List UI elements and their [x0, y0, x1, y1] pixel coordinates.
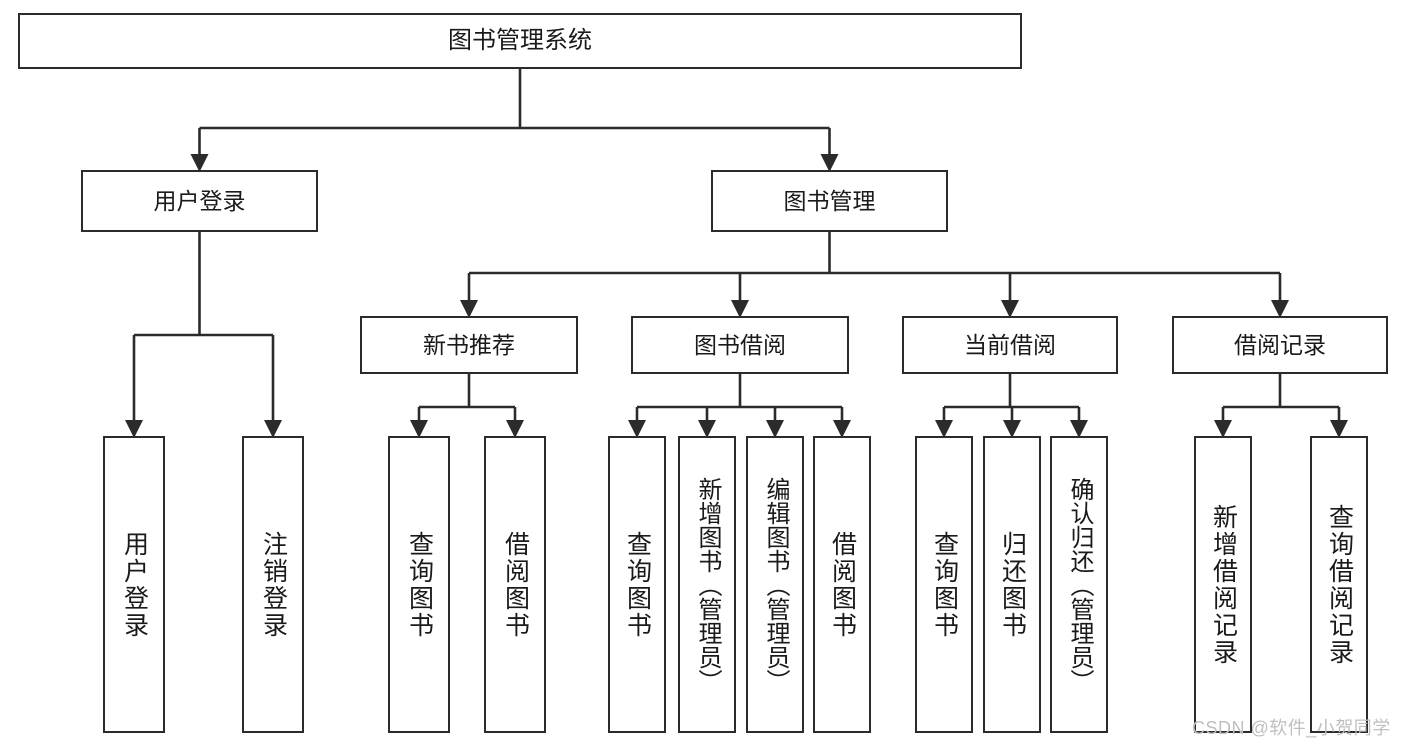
node-label: 图书借阅: [694, 331, 786, 358]
node-leaf-borrow-book-2[interactable]: 借阅图书: [813, 436, 871, 733]
node-new-book-rec[interactable]: 新书推荐: [360, 316, 578, 374]
node-current-borrow[interactable]: 当前借阅: [902, 316, 1118, 374]
node-label: 用户登录: [153, 187, 246, 214]
node-label: 查询图书: [930, 530, 959, 639]
node-borrow-record[interactable]: 借阅记录: [1172, 316, 1388, 374]
node-label: 当前借阅: [964, 331, 1056, 358]
node-leaf-query-book-2[interactable]: 查询图书: [608, 436, 666, 733]
node-label: 借阅图书: [828, 530, 857, 639]
node-label: 查询图书: [405, 530, 434, 639]
node-label: 查询借阅记录: [1325, 503, 1354, 666]
node-label: 归还图书: [998, 530, 1027, 639]
node-root[interactable]: 图书管理系统: [18, 13, 1022, 69]
watermark: CSDN @软件_小贺同学: [1192, 718, 1391, 738]
node-label: 注销登录: [259, 530, 288, 639]
node-leaf-user-login[interactable]: 用户登录: [103, 436, 165, 733]
node-label: 图书管理: [783, 187, 876, 214]
node-leaf-query-record[interactable]: 查询借阅记录: [1310, 436, 1368, 733]
node-leaf-edit-book[interactable]: 编辑图书（管理员）: [746, 436, 804, 733]
node-leaf-return-book[interactable]: 归还图书: [983, 436, 1041, 733]
node-leaf-query-book-3[interactable]: 查询图书: [915, 436, 973, 733]
node-label: 新增借阅记录: [1209, 503, 1238, 666]
node-label: 新增图书（管理员）: [694, 476, 721, 693]
node-label: 借阅记录: [1234, 331, 1326, 358]
node-label: 图书管理系统: [448, 27, 592, 55]
node-leaf-user-logout[interactable]: 注销登录: [242, 436, 304, 733]
node-book-borrow[interactable]: 图书借阅: [631, 316, 849, 374]
node-user-login[interactable]: 用户登录: [81, 170, 318, 232]
node-label: 查询图书: [623, 530, 652, 639]
node-label: 确认归还（管理员）: [1066, 476, 1093, 693]
node-book-manage[interactable]: 图书管理: [711, 170, 948, 232]
node-leaf-confirm-return[interactable]: 确认归还（管理员）: [1050, 436, 1108, 733]
node-leaf-add-book[interactable]: 新增图书（管理员）: [678, 436, 736, 733]
node-label: 借阅图书: [501, 530, 530, 639]
node-label: 用户登录: [120, 530, 149, 639]
node-leaf-add-record[interactable]: 新增借阅记录: [1194, 436, 1252, 733]
node-label: 编辑图书（管理员）: [762, 476, 789, 693]
node-label: 新书推荐: [423, 331, 515, 358]
node-leaf-query-book-1[interactable]: 查询图书: [388, 436, 450, 733]
node-leaf-borrow-book-1[interactable]: 借阅图书: [484, 436, 546, 733]
